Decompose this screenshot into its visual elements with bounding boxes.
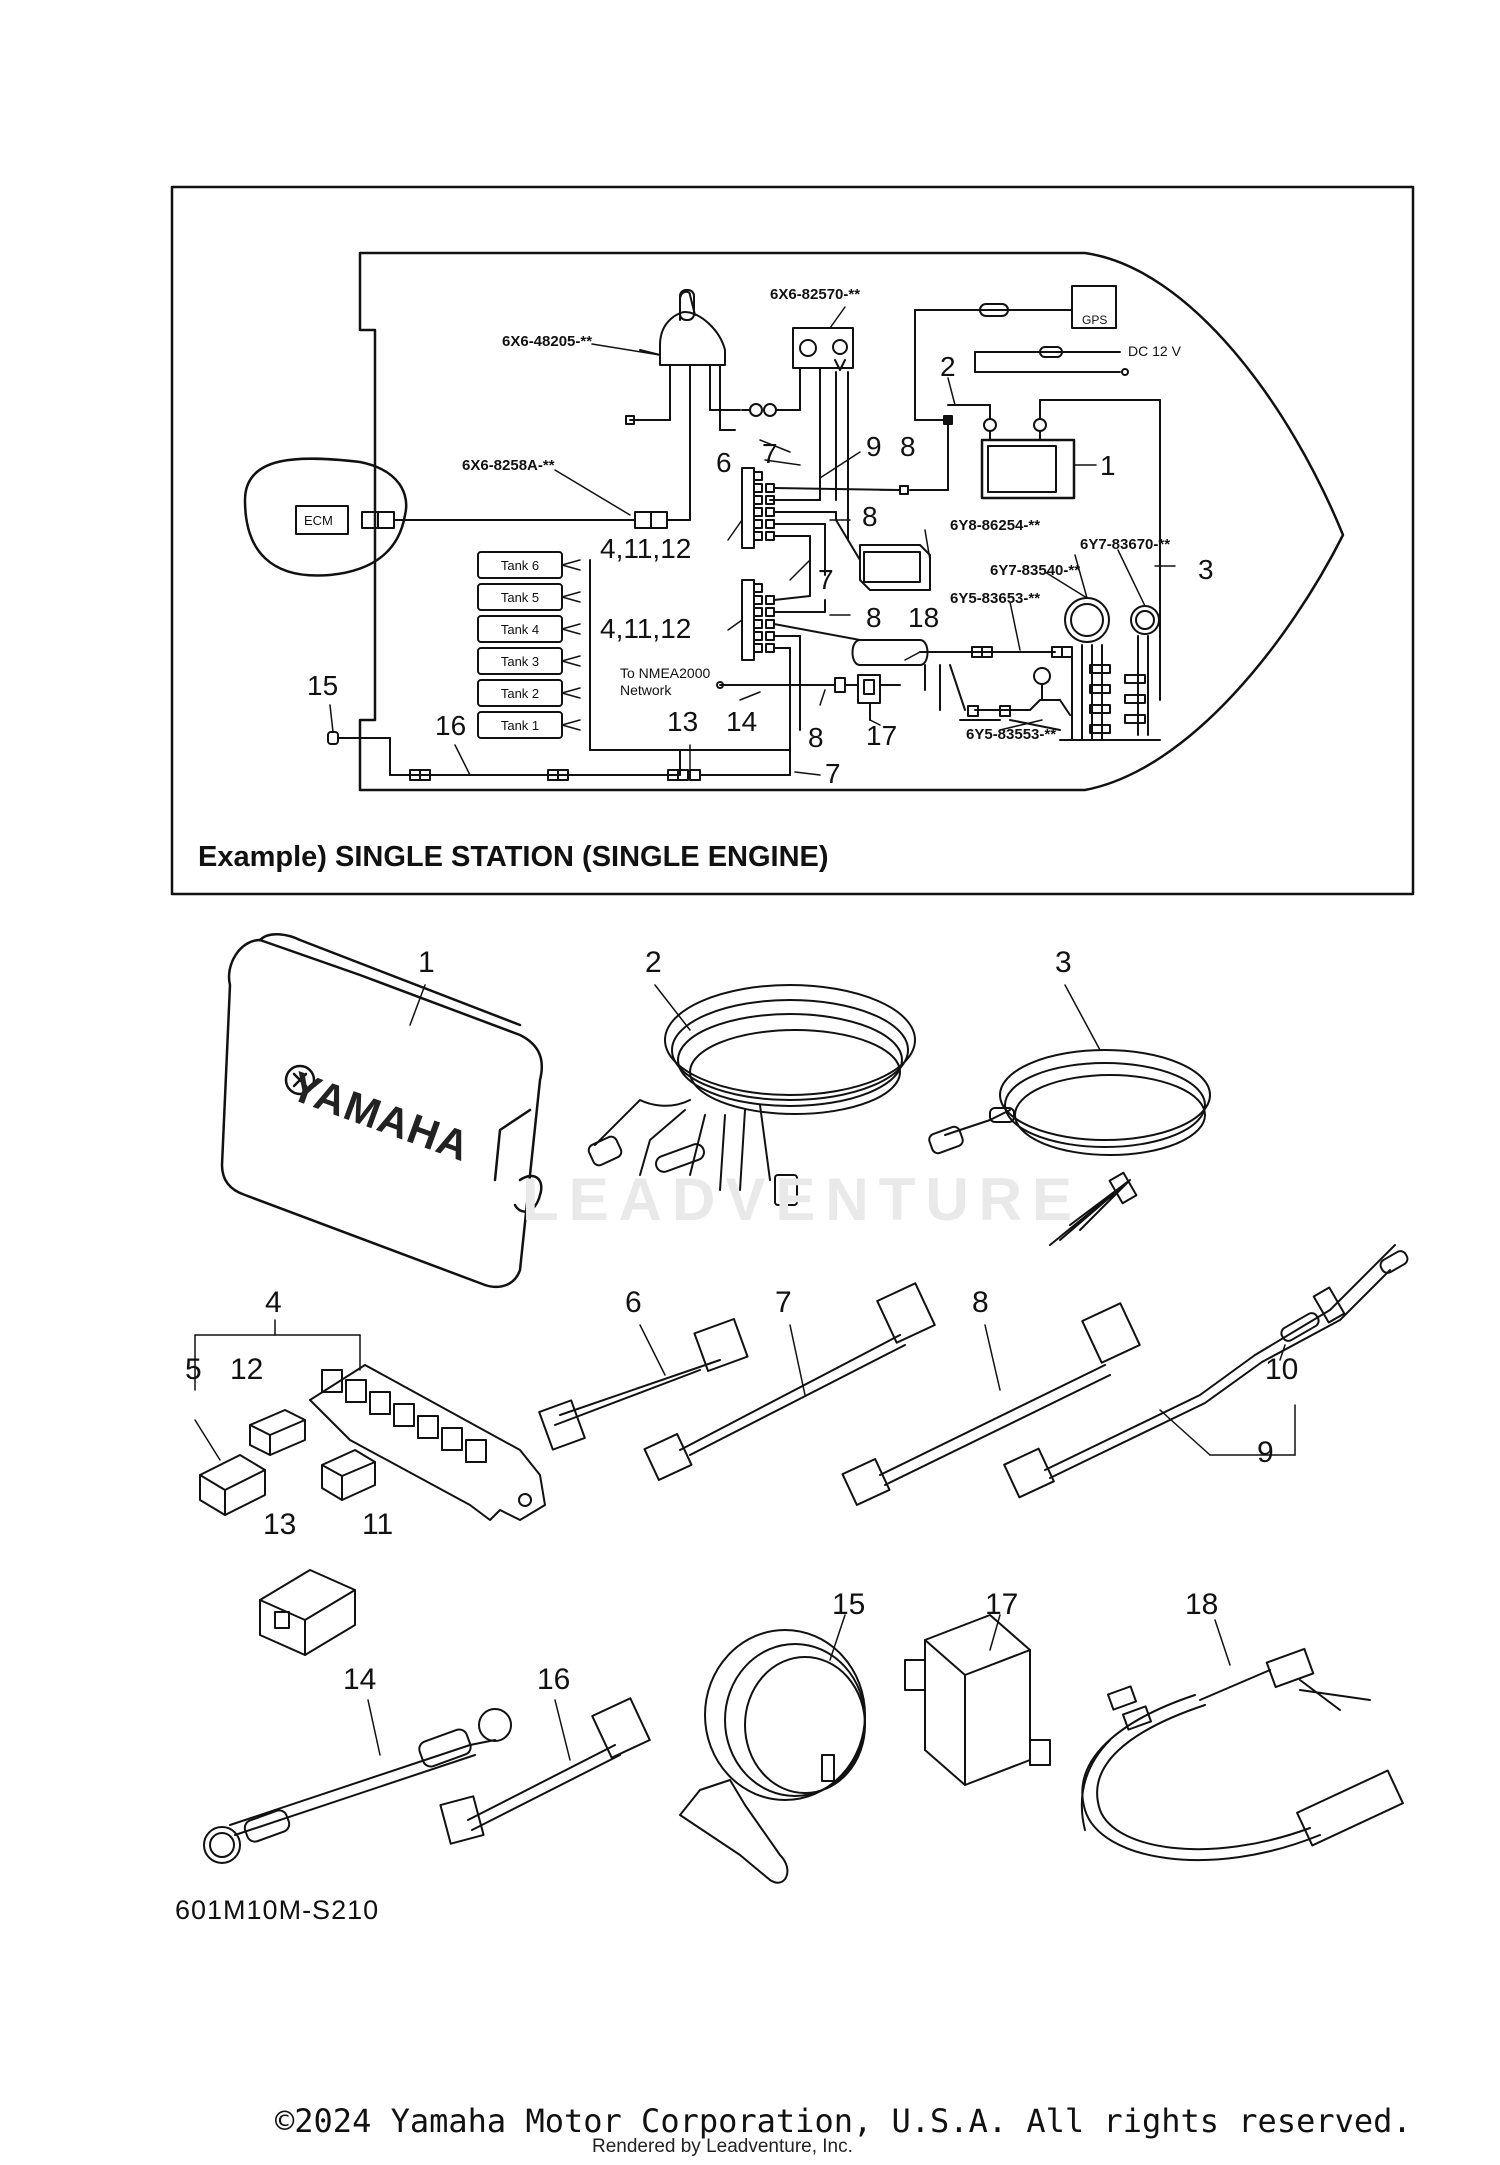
callout-schematic-4-11-12-a: 4,11,12 bbox=[600, 533, 692, 564]
ecm-housing bbox=[243, 457, 408, 577]
part-4-junction-hub-art bbox=[309, 1364, 546, 1521]
tank-boxes bbox=[477, 551, 563, 739]
callout-part-7: 7 bbox=[775, 1286, 792, 1319]
junction-hub-2 bbox=[741, 579, 755, 661]
part-3-data-cable-art bbox=[928, 1049, 1211, 1246]
callout-schematic-16: 16 bbox=[435, 710, 467, 741]
callout-part-11: 11 bbox=[362, 1508, 394, 1541]
callout-part-15: 15 bbox=[832, 1588, 866, 1621]
ecm-box bbox=[295, 505, 349, 535]
label-nmea-line-1: To NMEA2000 bbox=[620, 665, 711, 681]
label-gps: GPS bbox=[1082, 313, 1108, 327]
callout-part-4: 4 bbox=[265, 1286, 282, 1319]
callout-part-13: 13 bbox=[263, 1508, 297, 1541]
rendered-by-notice: Rendered by Leadventure, Inc. bbox=[592, 2136, 853, 2157]
part-9-sender-cable-art bbox=[1003, 1244, 1409, 1499]
callout-part-17: 17 bbox=[985, 1588, 1019, 1621]
label-tank-2: Tank 2 bbox=[500, 686, 540, 701]
label-pn-48205: 6X6-48205-** bbox=[502, 333, 593, 350]
label-tank-6: Tank 6 bbox=[500, 558, 540, 573]
callout-schematic-8c: 8 bbox=[866, 602, 882, 633]
boat-hull-outline bbox=[358, 251, 1345, 792]
label-ecm: ECM bbox=[304, 513, 333, 528]
hub-2-ports bbox=[753, 583, 775, 653]
part-16-extension-cable-art bbox=[439, 1697, 651, 1845]
part-14-nmea-cable-art bbox=[203, 1708, 512, 1864]
schematic-frame bbox=[170, 185, 1415, 896]
label-tank-5: Tank 5 bbox=[500, 590, 540, 605]
part-11-cap-art bbox=[321, 1449, 376, 1501]
callout-part-14: 14 bbox=[343, 1663, 377, 1696]
label-tank-3: Tank 3 bbox=[500, 654, 540, 669]
part-5-cap-art bbox=[199, 1454, 266, 1516]
callout-schematic-14: 14 bbox=[726, 706, 758, 737]
label-tank-1: Tank 1 bbox=[500, 718, 540, 733]
copyright-notice: ©2024 Yamaha Motor Corporation, U.S.A. A… bbox=[275, 2102, 1412, 2140]
part-18-gateway-harness-art bbox=[1080, 1647, 1404, 1861]
label-pn-83553: 6Y5-83553-** bbox=[966, 726, 1057, 743]
junction-hub-1 bbox=[741, 467, 755, 549]
callout-schematic-9: 9 bbox=[866, 431, 882, 462]
label-pn-86254: 6Y8-86254-** bbox=[950, 517, 1041, 534]
gps-box bbox=[1071, 285, 1117, 329]
label-pn-83540: 6Y7-83540-** bbox=[990, 562, 1081, 579]
callout-schematic-8a: 8 bbox=[900, 431, 916, 462]
part-7-extension-cable-art bbox=[643, 1282, 936, 1482]
callout-schematic-15: 15 bbox=[307, 670, 339, 701]
callout-part-12: 12 bbox=[230, 1353, 264, 1386]
callout-schematic-2: 2 bbox=[940, 351, 956, 382]
callout-schematic-18: 18 bbox=[908, 602, 940, 633]
part-12-cap-art bbox=[249, 1409, 306, 1456]
callout-schematic-4-11-12-b: 4,11,12 bbox=[600, 613, 692, 644]
label-pn-82570: 6X6-82570-** bbox=[770, 286, 861, 303]
callout-part-6: 6 bbox=[625, 1286, 642, 1319]
label-pn-83670: 6Y7-83670-** bbox=[1080, 536, 1171, 553]
part-13-tee-connector-art bbox=[259, 1569, 356, 1656]
callout-schematic-7b: 7 bbox=[818, 564, 834, 595]
callout-part-16: 16 bbox=[537, 1663, 571, 1696]
callout-schematic-13: 13 bbox=[667, 706, 699, 737]
multifunction-display bbox=[980, 438, 1076, 500]
label-nmea-line-2: Network bbox=[620, 682, 672, 698]
label-tank-4: Tank 4 bbox=[500, 622, 540, 637]
callout-schematic-3: 3 bbox=[1198, 554, 1214, 585]
callout-part-3: 3 bbox=[1055, 946, 1072, 979]
label-pn-83653: 6Y5-83653-** bbox=[950, 590, 1041, 607]
main-switch bbox=[792, 327, 854, 369]
callout-schematic-7a: 7 bbox=[762, 438, 778, 469]
part-8-extension-cable-art bbox=[841, 1302, 1141, 1507]
callout-schematic-17: 17 bbox=[866, 720, 898, 751]
control-lever-base bbox=[659, 311, 726, 366]
callout-schematic-1: 1 bbox=[1100, 450, 1116, 481]
gateway-harness-module bbox=[851, 639, 929, 666]
callout-part-1: 1 bbox=[418, 946, 435, 979]
schematic-caption: Example) SINGLE STATION (SINGLE ENGINE) bbox=[198, 841, 829, 873]
part-2-power-cable-art bbox=[587, 984, 916, 1206]
callout-schematic-6: 6 bbox=[716, 447, 732, 478]
figure-code: 601M10M-S210 bbox=[175, 1895, 380, 1925]
callout-part-10: 10 bbox=[1265, 1353, 1299, 1386]
part-17-fuel-interface-art bbox=[904, 1614, 1051, 1786]
hub-1-ports bbox=[753, 471, 775, 541]
callout-part-2: 2 bbox=[645, 946, 662, 979]
part-1-display-art bbox=[220, 933, 544, 1289]
callout-schematic-7c: 7 bbox=[825, 758, 841, 789]
callout-part-5: 5 bbox=[185, 1353, 202, 1386]
part-15-water-temp-sensor-art bbox=[679, 1629, 866, 1884]
watermark-text: LEADVENTURE bbox=[522, 1166, 1083, 1233]
callout-schematic-8b: 8 bbox=[862, 501, 878, 532]
interface-unit bbox=[859, 544, 931, 591]
part-6-extension-cable-art bbox=[538, 1318, 749, 1451]
callout-part-18: 18 bbox=[1185, 1588, 1219, 1621]
callout-part-8: 8 bbox=[972, 1286, 989, 1319]
callout-schematic-8d: 8 bbox=[808, 722, 824, 753]
callout-part-9: 9 bbox=[1257, 1436, 1274, 1469]
label-pn-8258a: 6X6-8258A-** bbox=[462, 457, 555, 474]
label-dc-12v: DC 12 V bbox=[1128, 343, 1181, 359]
